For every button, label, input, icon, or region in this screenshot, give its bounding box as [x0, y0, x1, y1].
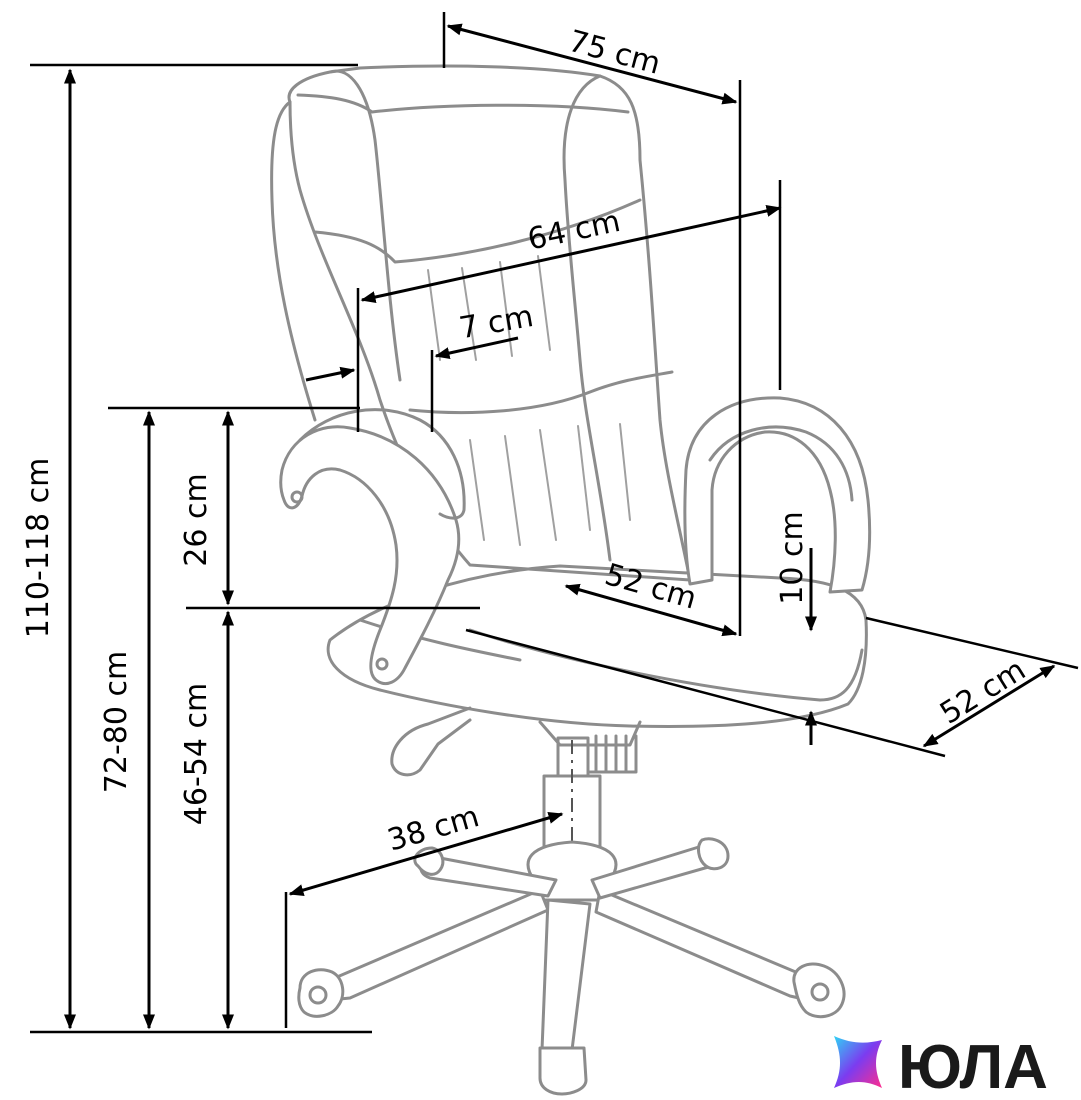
label-armrest-height: 72-80 cm — [99, 651, 134, 793]
backrest-left-wing — [328, 69, 402, 382]
label-seat-depth: 52 cm — [601, 557, 700, 616]
arrow-arm-width-right — [434, 336, 519, 359]
headrest-top-seam — [296, 93, 630, 114]
armrest-screw — [290, 490, 304, 504]
brand-name: ЮЛА — [898, 1033, 1048, 1100]
ref-seat-front — [465, 628, 946, 758]
label-seat-thickness: 10 cm — [775, 511, 810, 604]
armrest-screw — [375, 657, 389, 671]
backrest-right-edge — [562, 74, 612, 562]
label-inner-width: 64 cm — [525, 204, 624, 258]
tilt-knob — [588, 734, 638, 774]
arrow-total-width — [446, 23, 738, 105]
backrest-side — [270, 100, 317, 422]
star-base — [318, 840, 821, 1066]
arrow-base-radius — [288, 812, 564, 896]
dimension-lines — [30, 12, 1079, 1034]
left-armrest — [279, 425, 461, 685]
right-armrest — [683, 396, 872, 594]
left-armrest-pad — [298, 408, 466, 520]
label-total-height: 110-118 cm — [21, 458, 56, 639]
label-armrest-to-seat: 26 cm — [179, 473, 214, 566]
seat-cushion — [326, 564, 868, 728]
arrow-arm-width-left — [305, 366, 356, 382]
lumbar-seam — [408, 370, 674, 415]
label-seat-height: 46-54 cm — [179, 683, 214, 825]
seat-front-edge — [468, 628, 864, 702]
height-lever — [390, 706, 472, 777]
label-seat-width: 52 cm — [934, 652, 1032, 731]
backrest-pleats — [427, 255, 631, 546]
brand-logo: ЮЛА — [834, 1033, 1048, 1100]
brand-star-icon — [834, 1036, 882, 1088]
arrow-seat-depth — [564, 583, 738, 637]
arrow-seat-width — [922, 664, 1056, 748]
arrow-inner-width — [360, 205, 782, 303]
right-armrest-pad — [708, 425, 854, 502]
dimension-labels: 110-118 cm 72-80 cm 26 cm 46-54 cm 75 cm… — [21, 24, 1032, 859]
ref-seat-right — [865, 616, 1079, 670]
